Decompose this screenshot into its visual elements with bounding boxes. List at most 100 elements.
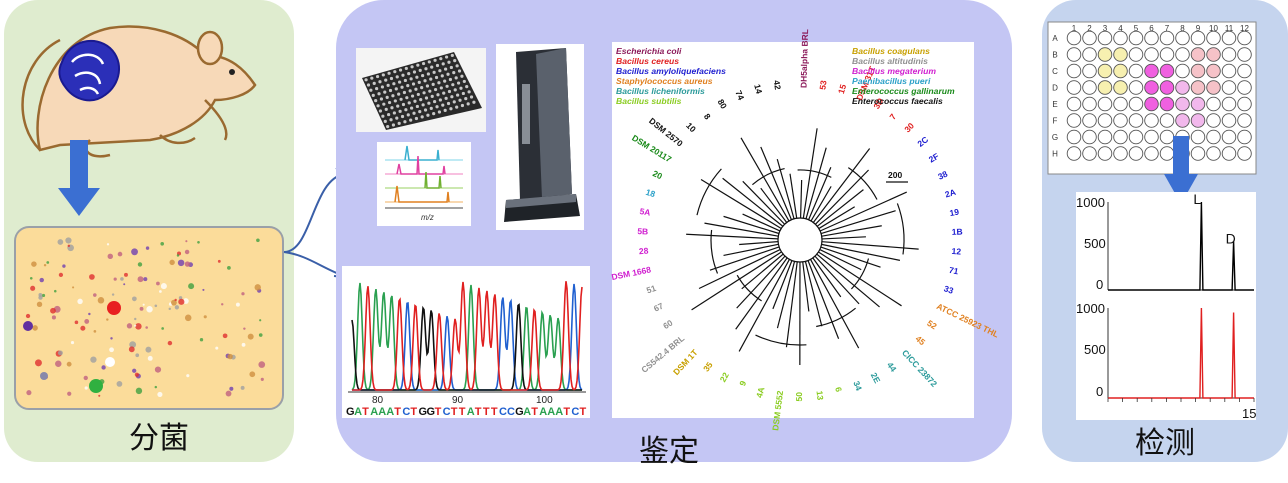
colony-dot xyxy=(38,293,43,297)
maldi-spot xyxy=(375,86,379,91)
base-letter: G xyxy=(515,406,524,418)
tree-leaf-label: 50 xyxy=(794,392,804,402)
colony-dot xyxy=(185,240,188,243)
maldi-spot xyxy=(384,78,388,82)
colony-dot xyxy=(117,251,123,257)
tree-branch xyxy=(760,187,788,223)
base-letter: C xyxy=(499,406,507,418)
maldi-spot xyxy=(418,68,422,72)
plate-well xyxy=(1159,96,1175,112)
tree-leaf-label: 38 xyxy=(936,169,949,182)
maldi-spot xyxy=(467,90,471,94)
tree-clade-arc xyxy=(797,169,832,178)
legend-entry: Bacillus licheniformis xyxy=(616,86,705,96)
tree-clade-arc xyxy=(710,229,719,274)
tree-branch xyxy=(805,147,827,220)
plate-well xyxy=(1113,129,1128,145)
colony-dot xyxy=(67,244,71,248)
legend-entry: Bacillus coagulans xyxy=(852,46,930,56)
maldi-spot xyxy=(433,99,437,104)
tree-scale-label: 200 xyxy=(888,170,902,180)
plate-well xyxy=(1082,113,1097,128)
plate-well xyxy=(1082,30,1097,46)
colony-dot xyxy=(123,283,126,286)
maldi-spot xyxy=(412,111,416,115)
tree-leaf-label: 67 xyxy=(652,301,665,314)
tree-branch xyxy=(814,169,870,225)
maldi-spot xyxy=(399,97,403,101)
tree-leaf-label: 71 xyxy=(948,265,960,277)
maldi-spot xyxy=(383,90,387,94)
colony-dot xyxy=(147,355,153,361)
colony-dot xyxy=(247,333,254,340)
maldi-spot xyxy=(446,101,451,106)
plate-well xyxy=(1144,30,1159,46)
maldi-spot xyxy=(449,65,453,70)
tree-branch xyxy=(802,128,818,219)
tree-leaf-label: 18 xyxy=(644,187,656,199)
colony-dot xyxy=(157,391,163,398)
maldi-spot xyxy=(455,64,459,68)
plate-well xyxy=(1097,96,1113,112)
maldi-spot xyxy=(427,60,431,64)
tree-branch xyxy=(709,246,780,271)
plate-column-label: 6 xyxy=(1149,24,1154,33)
colony-dot xyxy=(98,394,101,397)
colony-dot xyxy=(70,340,75,345)
plate-well xyxy=(1206,129,1221,145)
plate-well xyxy=(1159,47,1175,62)
colony-dot xyxy=(135,353,140,358)
maldi-spot xyxy=(395,116,399,120)
colony-dot xyxy=(29,276,33,280)
plate-well xyxy=(1097,30,1113,46)
plate-well xyxy=(1206,113,1221,128)
colony-dot xyxy=(39,277,44,283)
mass-spectrometer-image xyxy=(496,44,584,230)
base-letter: A xyxy=(386,406,394,418)
plate-well xyxy=(1128,30,1144,46)
chromatogram-tick: 80 xyxy=(372,395,384,406)
plate-well xyxy=(1159,30,1175,46)
colony-dot xyxy=(184,249,190,255)
plate-well xyxy=(1097,63,1113,79)
maldi-spot xyxy=(412,70,417,74)
maldi-spot xyxy=(397,121,401,125)
maldi-spot xyxy=(386,83,390,87)
maldi-spot xyxy=(397,92,401,96)
maldi-spot xyxy=(460,74,464,78)
base-letter: G xyxy=(419,406,428,418)
tree-leaf-label: 13 xyxy=(814,390,825,401)
tree-leaf-label: 4A xyxy=(754,386,766,399)
colony-dot xyxy=(227,353,233,360)
base-letter: T xyxy=(580,406,587,418)
colony-dot xyxy=(106,243,110,246)
tree-clade-arc xyxy=(696,168,722,216)
maldi-spot xyxy=(366,83,371,87)
plate-well xyxy=(1066,129,1082,145)
colony-dot xyxy=(46,261,50,264)
plate-well xyxy=(1144,96,1159,112)
maldi-spot xyxy=(371,93,375,97)
plate-well xyxy=(1113,30,1128,46)
tree-branch xyxy=(704,222,779,237)
maldi-spot xyxy=(456,93,460,97)
colony-dot xyxy=(184,261,191,267)
colony-dot xyxy=(57,350,63,356)
plate-well xyxy=(1128,146,1144,161)
tree-leaf-label: 33 xyxy=(943,283,955,296)
maldi-spot xyxy=(447,60,451,64)
tree-leaf-label: 2A xyxy=(944,187,957,200)
colony-dot xyxy=(135,387,143,395)
colony-dot xyxy=(32,325,38,331)
colony-dot xyxy=(221,303,224,306)
maldi-spot xyxy=(456,81,461,85)
plate-well xyxy=(1221,30,1237,46)
maldi-spot xyxy=(401,73,405,77)
tree-clade-arc xyxy=(896,203,905,255)
colony-dot xyxy=(77,298,83,305)
base-letter: T xyxy=(362,406,369,418)
colony-dot xyxy=(54,289,57,293)
base-letter: C xyxy=(402,406,410,418)
colony-dot xyxy=(241,292,245,296)
